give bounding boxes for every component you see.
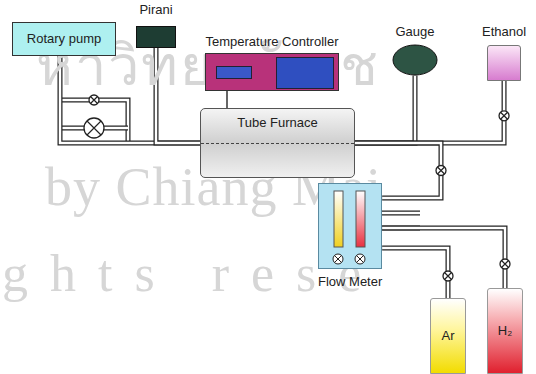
- temperature-controller: Temperature Controller: [205, 34, 339, 91]
- valve-symbol: [443, 271, 453, 281]
- valve-symbol: [499, 111, 509, 121]
- pirani-gauge: Pirani: [136, 2, 176, 48]
- node-label: Rotary pump: [27, 31, 101, 47]
- pressure-gauge: Gauge: [392, 24, 438, 76]
- pressure-gauge-shape: [392, 44, 438, 76]
- tube-furnace-shape: Tube Furnace: [200, 108, 355, 178]
- hydrogen-cylinder: H₂: [487, 288, 523, 374]
- node-label: Flow Meter: [318, 274, 382, 290]
- display-panel: [216, 66, 252, 79]
- tube-axis: [201, 143, 354, 144]
- gas-pipe: [382, 248, 448, 298]
- argon-cylinder-shape: Ar: [430, 298, 466, 374]
- valve-symbol: [436, 166, 446, 176]
- temperature-controller-shape: [205, 53, 339, 91]
- meter-tubes: [318, 183, 382, 269]
- node-label: Gauge: [392, 24, 438, 40]
- pump-box-shape: Rotary pump: [12, 22, 116, 56]
- gauge-dial: [392, 44, 438, 76]
- node-label: Ethanol: [482, 24, 526, 40]
- flow-meter: Flow Meter: [318, 183, 382, 290]
- ethanol-bottle-shape: [487, 45, 521, 81]
- pirani-gauge-shape: [136, 26, 176, 48]
- pump-box: Rotary pump: [12, 22, 116, 56]
- node-label: Pirani: [136, 2, 176, 18]
- ethanol-bottle: Ethanol: [482, 24, 526, 81]
- node-label: Tube Furnace: [237, 115, 317, 131]
- control-panel: [276, 57, 334, 89]
- valve-symbol: [500, 259, 510, 269]
- argon-cylinder: Ar: [430, 298, 466, 374]
- hydrogen-cylinder-shape: H₂: [487, 288, 523, 374]
- tube-furnace: Tube Furnace: [200, 108, 355, 178]
- flow-meter-shape: [318, 183, 382, 269]
- node-label: Temperature Controller: [205, 34, 339, 50]
- node-label: H₂: [498, 323, 512, 339]
- node-label: Ar: [442, 328, 455, 344]
- gas-pipe: [382, 228, 505, 288]
